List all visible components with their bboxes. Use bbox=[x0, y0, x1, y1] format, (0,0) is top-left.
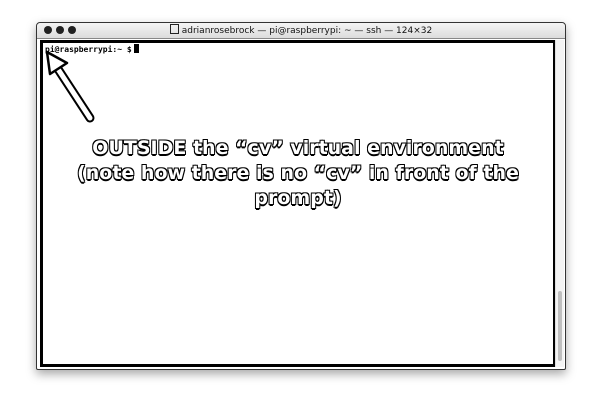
prompt-text: pi@raspberrypi:~ $ bbox=[45, 45, 132, 54]
close-dot-icon[interactable] bbox=[44, 26, 52, 34]
text-cursor bbox=[133, 44, 139, 53]
terminal-window: adrianrosebrock — pi@raspberrypi: ~ — ss… bbox=[36, 22, 566, 370]
terminal-area[interactable]: pi@raspberrypi:~ $ bbox=[40, 40, 556, 367]
arrow-pointer-icon-shape bbox=[45, 50, 95, 123]
maximize-dot-icon[interactable] bbox=[68, 26, 76, 34]
shell-prompt: pi@raspberrypi:~ $ bbox=[45, 44, 139, 54]
scroll-thumb[interactable] bbox=[558, 291, 562, 361]
title-bar[interactable]: adrianrosebrock — pi@raspberrypi: ~ — ss… bbox=[37, 23, 565, 39]
window-title: adrianrosebrock — pi@raspberrypi: ~ — ss… bbox=[37, 24, 565, 36]
annotation-text: OUTSIDE the “cv” virtual environment (no… bbox=[76, 136, 519, 209]
scrollbar[interactable] bbox=[555, 40, 564, 367]
minimize-dot-icon[interactable] bbox=[56, 26, 64, 34]
window-title-text: adrianrosebrock — pi@raspberrypi: ~ — ss… bbox=[181, 26, 433, 36]
folder-icon bbox=[169, 24, 179, 34]
